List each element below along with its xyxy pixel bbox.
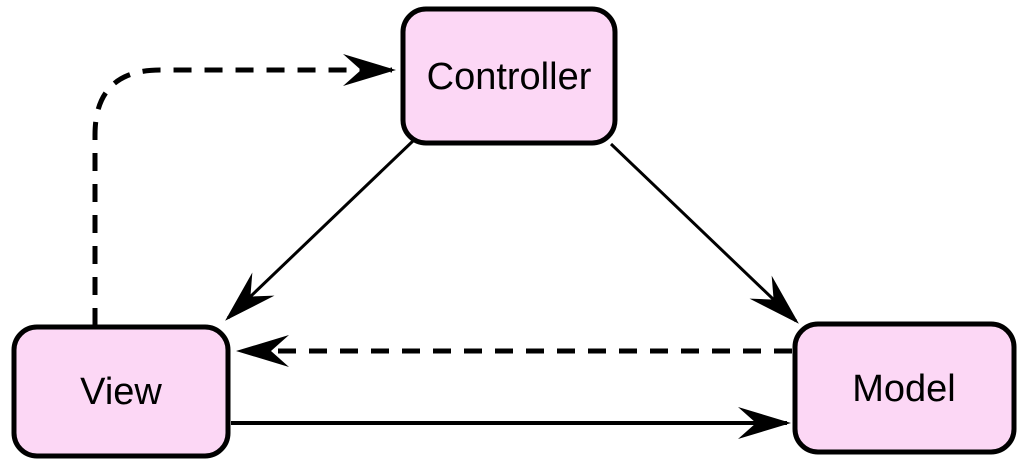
node-controller-label: Controller (427, 56, 592, 98)
node-model: Model (792, 321, 1017, 455)
edge-controller-to-model (609, 142, 799, 324)
node-model-label: Model (852, 368, 956, 410)
edge-view-to-controller (92, 54, 396, 326)
node-controller: Controller (400, 6, 618, 146)
node-view-label: View (80, 371, 162, 413)
node-view-box (11, 324, 231, 459)
node-view: View (11, 324, 231, 459)
edge-controller-to-view (225, 138, 416, 321)
node-controller-box (400, 6, 618, 146)
node-model-box (792, 321, 1017, 455)
